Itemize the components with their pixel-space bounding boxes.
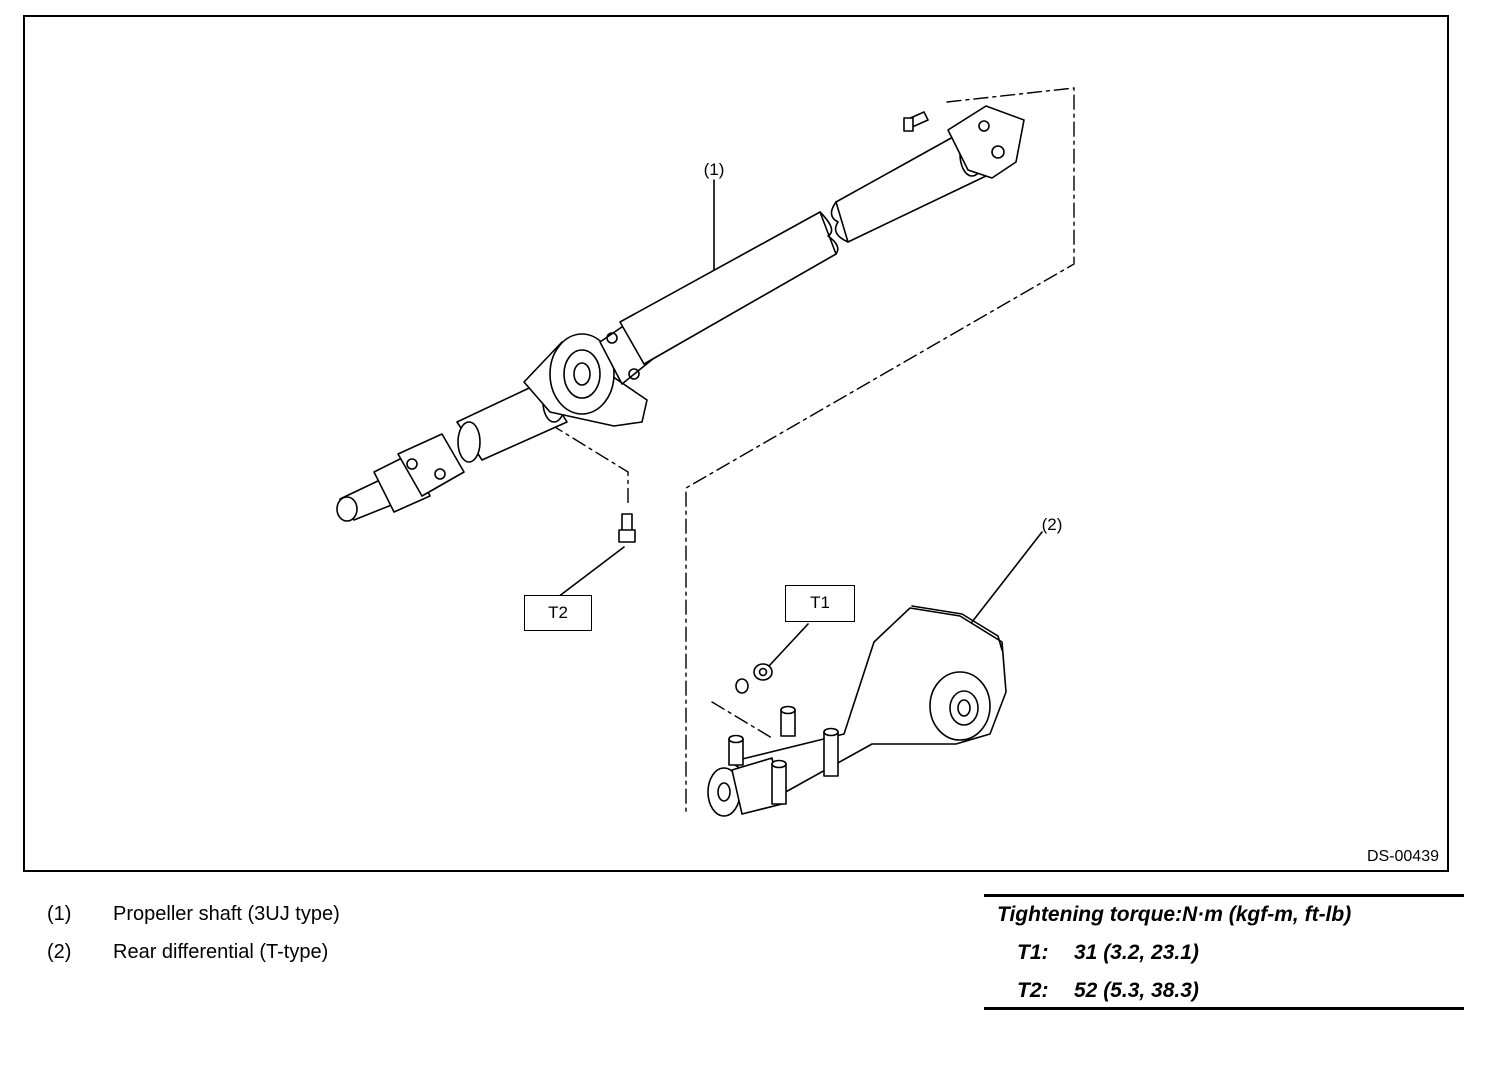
torque-row: T1: 31 (3.2, 23.1): [1017, 941, 1199, 965]
guide-lines: [549, 87, 1075, 815]
rear-differential: [707, 531, 1043, 817]
washer-and-nut: [735, 623, 809, 694]
figure-code: DS-00439: [1366, 848, 1439, 865]
bolt-center-bearing: [557, 513, 636, 598]
legend-item: (1) Propeller shaft (3UJ type): [47, 903, 340, 926]
callout-part2: (2): [1042, 515, 1063, 534]
bolt-rear-flange: [903, 111, 929, 132]
propeller-shaft: [336, 105, 1025, 522]
callout-t1-label: T1: [810, 593, 830, 612]
torque-value: 31 (3.2, 23.1): [1074, 941, 1199, 964]
torque-table: Tightening torque:N·m (kgf-m, ft-lb) T1:…: [984, 894, 1464, 1010]
legend-number: (1): [47, 903, 72, 925]
legend-item: (2) Rear differential (T-type): [47, 941, 328, 964]
torque-key: T1:: [1017, 941, 1049, 964]
legend-text: Propeller shaft (3UJ type): [113, 903, 340, 925]
torque-title: Tightening torque:N·m (kgf-m, ft-lb): [997, 903, 1352, 926]
callout-t2-label: T2: [548, 603, 568, 622]
figure-frame: (1) (2) T2 T1 DS-00439: [23, 15, 1449, 872]
torque-row: T2: 52 (5.3, 38.3): [1017, 979, 1199, 1003]
torque-key: T2:: [1017, 979, 1049, 1002]
callout-part1: (1): [704, 160, 725, 179]
torque-value: 52 (5.3, 38.3): [1074, 979, 1199, 1002]
legend-text: Rear differential (T-type): [113, 941, 329, 963]
callout-t1: T1: [785, 585, 855, 622]
legend-number: (2): [47, 941, 72, 963]
callout-t2: T2: [524, 595, 592, 631]
exploded-view-drawing: (1) (2): [336, 87, 1075, 817]
